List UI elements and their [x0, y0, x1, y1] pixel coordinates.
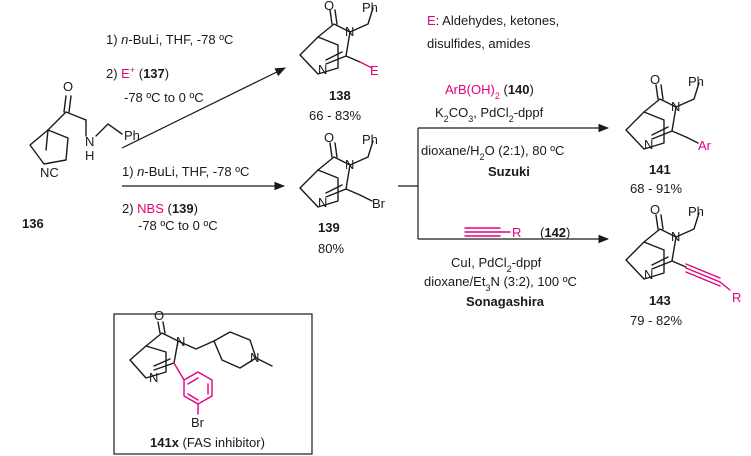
alkyne-reagent-142	[464, 227, 511, 237]
atom-o-143: O	[650, 202, 660, 217]
inset-caption: 141x (FAS inhibitor)	[150, 435, 265, 450]
atom-o-136: O	[63, 79, 73, 94]
atom-ph-138: Ph	[362, 0, 378, 15]
atom-n-piperidine-141x: N	[250, 350, 259, 365]
arrow-to-138	[121, 67, 286, 149]
step2-line2: 2) NBS (139)	[122, 201, 198, 216]
atom-n-136: N	[85, 134, 94, 149]
label-143: 143	[649, 293, 671, 308]
step1-line3: -78 ºC to 0 ºC	[124, 90, 204, 105]
label-139: 139	[318, 220, 340, 235]
yield-141: 68 - 91%	[630, 181, 682, 196]
step1-line2: 2) E+ (137)	[106, 65, 169, 81]
atom-o-138: O	[324, 0, 334, 13]
label-136: 136	[22, 216, 44, 231]
sonogashira-reagent-label: (142)	[540, 225, 570, 240]
atom-ar-141: Ar	[698, 138, 712, 153]
sonogashira-name: Sonagashira	[466, 294, 545, 309]
yield-139: 80%	[318, 241, 344, 256]
atom-n3-141x: N	[176, 334, 185, 349]
atom-n3-138: N	[345, 24, 354, 39]
atom-o-141: O	[650, 72, 660, 87]
compound-136-structure: O N H Ph NC 136	[22, 79, 140, 231]
suzuki-base-catalyst: K2CO3, PdCl2-dppf	[435, 105, 544, 124]
step2-line1: 1) n-BuLi, THF, -78 ºC	[122, 164, 249, 179]
atom-n3-143: N	[671, 229, 680, 244]
yield-143: 79 - 82%	[630, 313, 682, 328]
atom-nc-136: NC	[40, 165, 59, 180]
yield-138: 66 - 83%	[309, 108, 361, 123]
atom-n1-138: N	[318, 62, 327, 77]
atom-r-143: R	[732, 290, 741, 305]
atom-h-136: H	[85, 148, 94, 163]
atom-br-139: Br	[372, 196, 386, 211]
atom-ph-139: Ph	[362, 132, 378, 147]
atom-n1-143: N	[644, 267, 653, 282]
atom-n1-139: N	[318, 195, 327, 210]
sonogashira-catalyst: CuI, PdCl2-dppf	[451, 255, 542, 274]
suzuki-solvent: dioxane/H2O (2:1), 80 ºC	[421, 143, 564, 162]
e-legend-line2: disulfides, amides	[427, 36, 531, 51]
atom-e-138: E	[370, 63, 379, 78]
atom-ph-136: Ph	[124, 128, 140, 143]
label-141: 141	[649, 162, 671, 177]
step1-line1: 1) n-BuLi, THF, -78 ºC	[106, 32, 233, 47]
atom-n3-141: N	[671, 99, 680, 114]
atom-n1-141: N	[644, 137, 653, 152]
atom-br-141x: Br	[191, 415, 205, 430]
suzuki-reagent: ArB(OH)2 (140)	[445, 82, 534, 101]
step2-line3: -78 ºC to 0 ºC	[138, 218, 218, 233]
sonogashira-solvent: dioxane/Et3N (3:2), 100 ºC	[424, 274, 577, 293]
inset-box	[113, 313, 313, 455]
compound-139-structure: O N N Ph Br 139 80%	[299, 130, 386, 256]
atom-o-139: O	[324, 130, 334, 145]
atom-o-141x: O	[154, 308, 164, 323]
atom-ph-141: Ph	[688, 74, 704, 89]
atom-n3-139: N	[345, 157, 354, 172]
compound-141-structure: O N N Ph Ar 141 68 - 91%	[625, 72, 712, 196]
compound-138-structure: O N N Ph E 138 66 - 83%	[299, 0, 379, 123]
e-legend-line1: E: Aldehydes, ketones,	[427, 13, 559, 28]
sonogashira-reagent-r: R	[512, 225, 521, 240]
atom-n1-141x: N	[149, 370, 158, 385]
compound-141x-structure: O N N N Br	[129, 308, 273, 430]
suzuki-name: Suzuki	[488, 164, 530, 179]
compound-143-structure: O N N Ph R 143 79 - 82%	[625, 202, 741, 328]
atom-ph-143: Ph	[688, 204, 704, 219]
label-138: 138	[329, 88, 351, 103]
